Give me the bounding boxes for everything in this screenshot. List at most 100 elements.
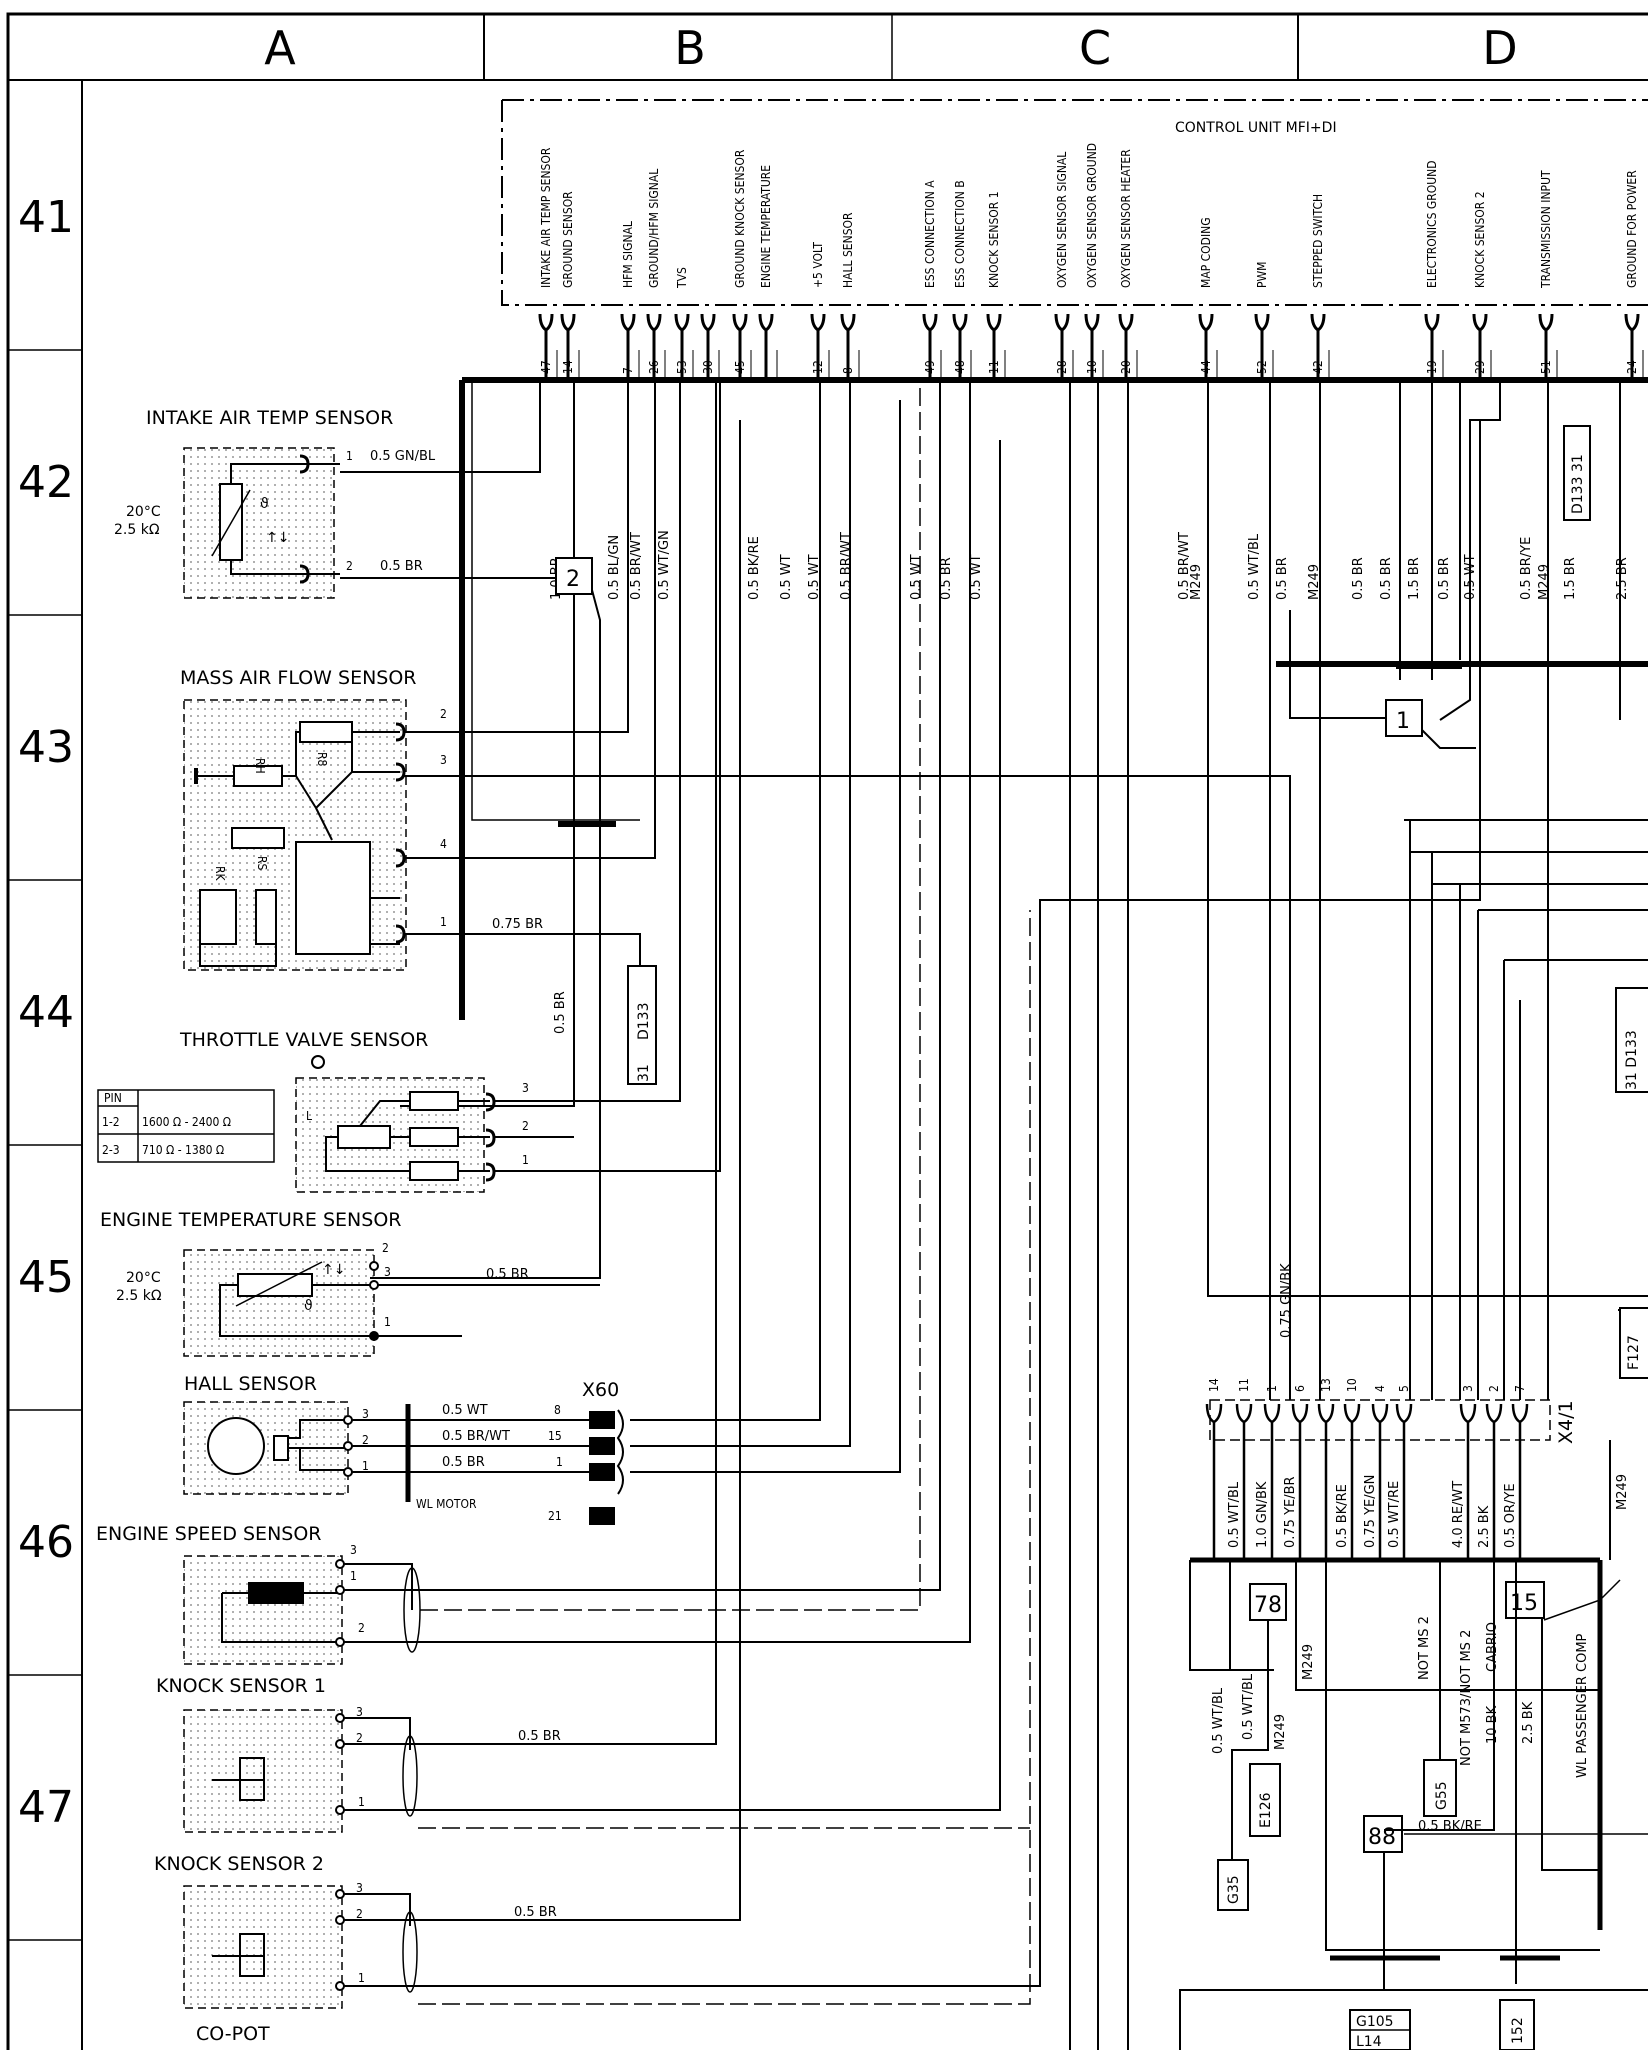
bus-wire-label: 0.5 BR/WT — [1177, 532, 1192, 600]
cu-pin-number: 28 — [1055, 360, 1069, 374]
cu-pin-name: OXYGEN SENSOR GROUND — [1085, 143, 1099, 288]
x4-wire-label: 0.5 WT/BL — [1227, 1481, 1242, 1548]
bus-wire-label: 0.5 WT/GN — [657, 530, 672, 600]
maf-pin-3: 3 — [440, 753, 447, 767]
right-wiring — [1069, 380, 1648, 2050]
cu-pin-number: 44 — [1199, 360, 1213, 374]
ets-title: ENGINE TEMPERATURE SENSOR — [100, 1209, 401, 1231]
x4-pin-number: 7 — [1513, 1385, 1527, 1392]
cu-pin-number: 48 — [953, 360, 967, 374]
row-labels: 41 42 43 44 45 46 47 — [18, 192, 74, 1833]
x4-wire-label: 2.5 BK — [1477, 1505, 1492, 1548]
bus-wire-label: M249 — [1307, 564, 1322, 600]
cu-pin-number: 20 — [1119, 360, 1133, 374]
cu-pin-socket — [1198, 313, 1214, 380]
cu-pin-socket — [700, 313, 716, 380]
x4-pin-socket — [1459, 1403, 1477, 1560]
bus-wire-label: 2.5 BR — [1615, 557, 1630, 600]
x4-pin-socket — [1291, 1403, 1309, 1560]
x4-pin-number: 11 — [1237, 1378, 1251, 1392]
row-47: 47 — [18, 1782, 74, 1833]
bus-wire-label: M249 — [1189, 564, 1204, 600]
lr-25bk: 2.5 BK — [1521, 1701, 1536, 1744]
tvs-table-r2-val: 710 Ω - 1380 Ω — [142, 1143, 224, 1157]
bus-wires: 1.0 BR0.5 BL/GN0.5 BR/WT0.5 WT/GN0.5 BK/… — [549, 530, 1630, 600]
x4-pin-socket — [1263, 1403, 1281, 1560]
cu-pin-name: TVS — [675, 267, 689, 289]
d133-right: D133 31 31 D133 F127 — [1563, 425, 1648, 1379]
cu-pin-name: GROUND FOR POWER — [1625, 170, 1639, 288]
maf-r-rs: RS — [255, 856, 269, 871]
ess-pin-3: 3 — [350, 1543, 357, 1557]
tvs-table-r1-pin: 1-2 — [102, 1115, 120, 1129]
maf-r-rk: RK — [213, 866, 227, 882]
bus-wire-label: 0.5 BR/WT — [629, 532, 644, 600]
iat-wire-1: 0.5 GN/BL — [370, 449, 436, 464]
tvs-pin-2: 2 — [522, 1119, 529, 1133]
tvs-title: THROTTLE VALVE SENSOR — [179, 1029, 428, 1051]
x4-wire-label: 0.5 OR/YE — [1503, 1483, 1518, 1548]
hall-title: HALL SENSOR — [184, 1373, 317, 1395]
cu-pin-name: MAP CODING — [1199, 217, 1213, 288]
box-78: 78 — [1254, 1593, 1282, 1618]
bus-wire-label: 0.5 WT/BL — [1247, 533, 1262, 600]
lower-right: 78 15 88 0.5 WT/BL 0.5 WT/BL M249 M249 N… — [1179, 1557, 1648, 2054]
ks1-pin-2: 2 — [356, 1731, 363, 1745]
ks1-pin-3: 3 — [356, 1705, 363, 1719]
cu-pin-name: ELECTRONICS GROUND — [1425, 160, 1439, 288]
row-46: 46 — [18, 1517, 74, 1568]
splice-1: 1 — [1276, 661, 1648, 749]
x4-pin-number: 2 — [1487, 1385, 1501, 1392]
tvs-table-head: PIN — [104, 1091, 122, 1105]
iat-spec-ohm: 2.5 kΩ — [114, 522, 160, 538]
row-41: 41 — [18, 192, 74, 243]
x4-wire-label: 0.5 BK/RE — [1335, 1484, 1350, 1548]
cu-pin-socket — [538, 313, 554, 380]
cu-pin-number: 49 — [923, 360, 937, 374]
cu-pin-name: KNOCK SENSOR 1 — [987, 191, 1001, 288]
x4-pin-number: 10 — [1345, 1378, 1359, 1392]
control-unit-title: CONTROL UNIT MFI+DI — [1175, 120, 1337, 136]
x4-pin-socket — [1395, 1403, 1413, 1560]
bus-wire-label: 0.5 BR/YE — [1519, 537, 1534, 600]
iat-wire-2: 0.5 BR — [380, 559, 423, 574]
x4-pin-socket — [1317, 1403, 1335, 1560]
box-15: 15 — [1510, 1591, 1538, 1616]
x60-pin-1: 1 — [556, 1455, 563, 1469]
bus-wire-label: M249 — [1537, 564, 1552, 600]
iat-pin-1: 1 — [346, 449, 353, 463]
bus-wire-label: 1.5 BR — [1563, 557, 1578, 600]
cu-pin-number: 42 — [1311, 360, 1325, 374]
row-44: 44 — [18, 987, 74, 1038]
x4-wire-label: 0.75 YE/BR — [1283, 1476, 1298, 1548]
column-labels: A B C D — [264, 21, 1517, 75]
x4-pin-socket — [1235, 1403, 1253, 1560]
wire-05br-b: 0.5 BR — [553, 991, 568, 1034]
cu-pin-socket — [674, 313, 690, 380]
cu-pin-socket — [922, 313, 938, 380]
cu-pin-socket — [560, 313, 576, 380]
cu-pin-name: ENGINE TEMPERATURE — [759, 165, 773, 288]
cu-pin-name: KNOCK SENSOR 2 — [1473, 191, 1487, 288]
lr-g55: G55 — [1434, 1781, 1450, 1810]
bus-wire-label: 0.5 BR — [1275, 557, 1290, 600]
cu-pin-name: GROUND/HFM SIGNAL — [647, 169, 661, 288]
lr-wl-pass: WL PASSENGER COMP — [1575, 1633, 1590, 1778]
maf-r-rh: RH — [253, 758, 267, 774]
x4-pin-number: 1 — [1265, 1385, 1279, 1392]
cu-pin-socket — [646, 313, 662, 380]
d133-edge-label: 31 D133 — [1624, 1030, 1640, 1090]
svg-text:ϑ: ϑ — [304, 1298, 313, 1314]
svg-text:ϑ: ϑ — [260, 496, 269, 512]
hall-sensor: HALL SENSOR 3 2 1 WL MOTOR 0.5 WT 0.5 BR… — [183, 380, 901, 1525]
lr-g35: G35 — [1226, 1875, 1242, 1904]
cu-pin-name: TRANSMISSION INPUT — [1539, 170, 1553, 289]
maf-pin-2: 2 — [440, 707, 447, 721]
maf-pin-1: 1 — [440, 915, 447, 929]
x4-pin-socket — [1205, 1403, 1223, 1560]
cu-pin-socket — [986, 313, 1002, 380]
tvs-pin-3: 3 — [522, 1081, 529, 1095]
lr-10bk: 10 BK — [1485, 1705, 1500, 1744]
